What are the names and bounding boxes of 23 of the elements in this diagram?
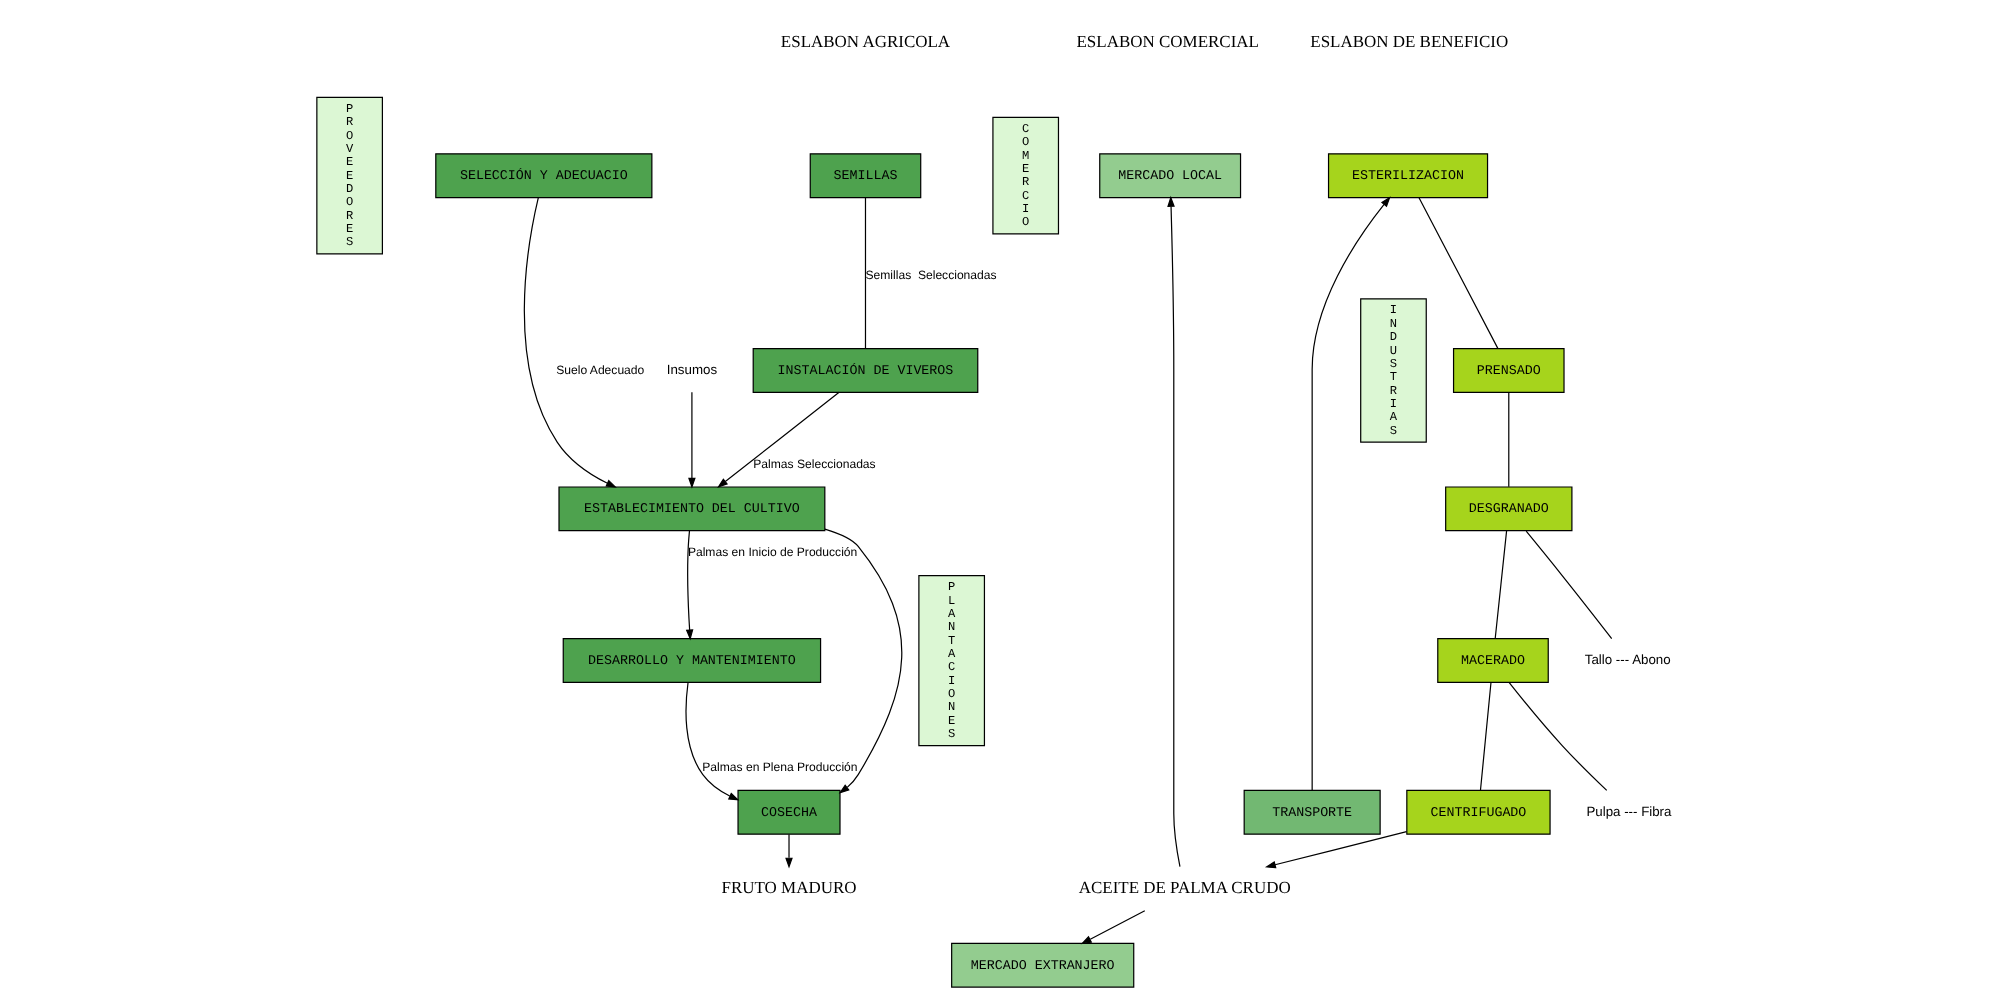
arrow bbox=[1079, 910, 1145, 945]
label: ESLABON DE BENEFICIO bbox=[1309, 31, 1508, 52]
arrow bbox=[823, 528, 902, 794]
arrow bbox=[784, 833, 792, 869]
connector bbox=[1478, 681, 1491, 791]
node-text: ACEITE DE PALMA CRUDO bbox=[1077, 877, 1290, 898]
connector bbox=[1493, 530, 1507, 639]
arrow bbox=[1310, 196, 1390, 791]
arrow bbox=[1263, 831, 1407, 869]
connector bbox=[1417, 197, 1498, 349]
arrow bbox=[1166, 195, 1180, 868]
connector bbox=[1507, 391, 1509, 488]
connector bbox=[1524, 530, 1612, 640]
connector bbox=[1507, 682, 1607, 791]
arrow bbox=[687, 391, 695, 489]
arrow bbox=[522, 197, 616, 488]
arrow bbox=[684, 682, 739, 801]
node-text: FRUTO MADURO bbox=[720, 877, 856, 898]
label: ESLABON COMERCIAL bbox=[1075, 31, 1258, 52]
arrow bbox=[684, 530, 693, 641]
connector bbox=[863, 197, 866, 349]
label: ESLABON AGRICOLA bbox=[779, 31, 950, 52]
arrow bbox=[716, 391, 839, 488]
